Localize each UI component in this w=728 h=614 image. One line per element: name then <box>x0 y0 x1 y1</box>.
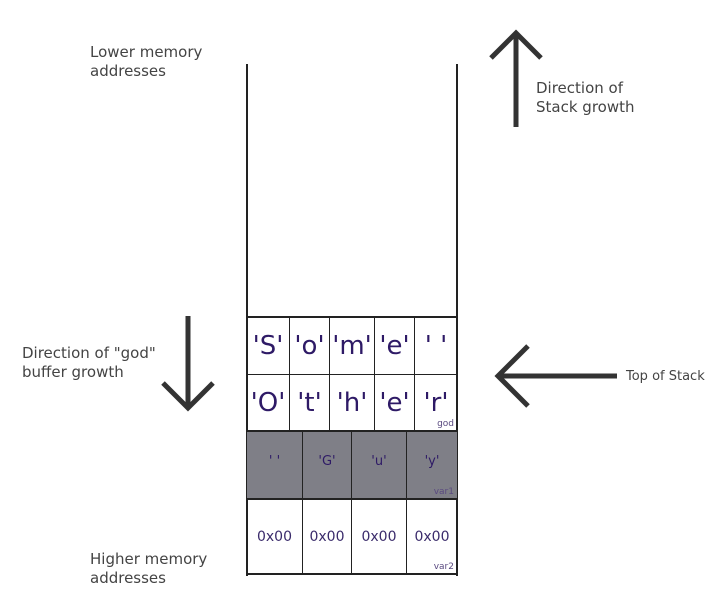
stack-right-wall <box>456 64 458 576</box>
top-of-stack-label: Top of Stack <box>626 367 705 386</box>
god-cell: 'O' <box>247 375 290 430</box>
var2-row: 0x00 0x00 0x00 0x00 var2 <box>247 500 457 575</box>
god-cell: 'e' <box>375 318 415 374</box>
top-of-stack-arrow-icon <box>494 344 617 408</box>
lower-memory-line-2: addresses <box>90 62 166 80</box>
higher-memory-label: Higher memory addresses <box>90 550 207 588</box>
god-cell-last: 'r' god <box>415 375 457 430</box>
var2-cell-last: 0x00 var2 <box>407 500 457 573</box>
god-cell-value: 'r' <box>423 387 449 418</box>
god-cell: ' ' <box>424 331 448 361</box>
var2-tag: var2 <box>433 562 454 572</box>
god-cell: 'e' <box>375 375 415 430</box>
lower-memory-line-1: Lower memory <box>90 43 203 61</box>
var1-cell-value: 'y' <box>424 453 440 469</box>
god-cell: 'o' <box>290 318 330 374</box>
var1-row: ' ' 'G' 'u' 'y' var1 <box>247 432 457 500</box>
god-cell: 'h' <box>330 375 375 430</box>
god-buffer-row-1: 'S' 'o' 'm' 'e' ' ' <box>247 316 457 375</box>
lower-memory-label: Lower memory addresses <box>90 43 202 81</box>
stack-left-wall <box>246 64 248 576</box>
var2-cell: 0x00 <box>352 500 407 573</box>
stack-growth-line-2: Stack growth <box>536 98 635 116</box>
god-buffer-row-2: 'O' 't' 'h' 'e' 'r' god <box>247 375 457 432</box>
var1-cell-last: 'y' var1 <box>407 432 457 498</box>
var1-cell: 'u' <box>352 432 407 498</box>
god-cell: 't' <box>290 375 330 430</box>
var2-cell-value: 0x00 <box>414 528 450 545</box>
buffer-growth-arrow-icon <box>161 316 215 412</box>
var1-cell: 'G' <box>303 432 352 498</box>
god-tag: god <box>437 419 454 429</box>
higher-memory-line-1: Higher memory <box>90 550 208 568</box>
top-of-stack-text: Top of Stack <box>626 369 705 384</box>
stack-growth-line-1: Direction of <box>536 79 623 97</box>
stack-growth-label: Direction of Stack growth <box>536 79 635 117</box>
stack-growth-arrow-icon <box>489 29 543 127</box>
var1-cell: ' ' <box>247 432 303 498</box>
var2-cell: 0x00 <box>303 500 352 573</box>
var2-cell: 0x00 <box>247 500 303 573</box>
var1-tag: var1 <box>433 487 454 497</box>
god-cell: 'm' <box>330 318 375 374</box>
buffer-growth-line-1: Direction of "god" <box>22 344 156 362</box>
buffer-growth-line-2: buffer growth <box>22 363 124 381</box>
higher-memory-line-2: addresses <box>90 569 166 587</box>
buffer-growth-label: Direction of "god" buffer growth <box>22 344 156 382</box>
god-cell: 'S' <box>247 318 290 374</box>
